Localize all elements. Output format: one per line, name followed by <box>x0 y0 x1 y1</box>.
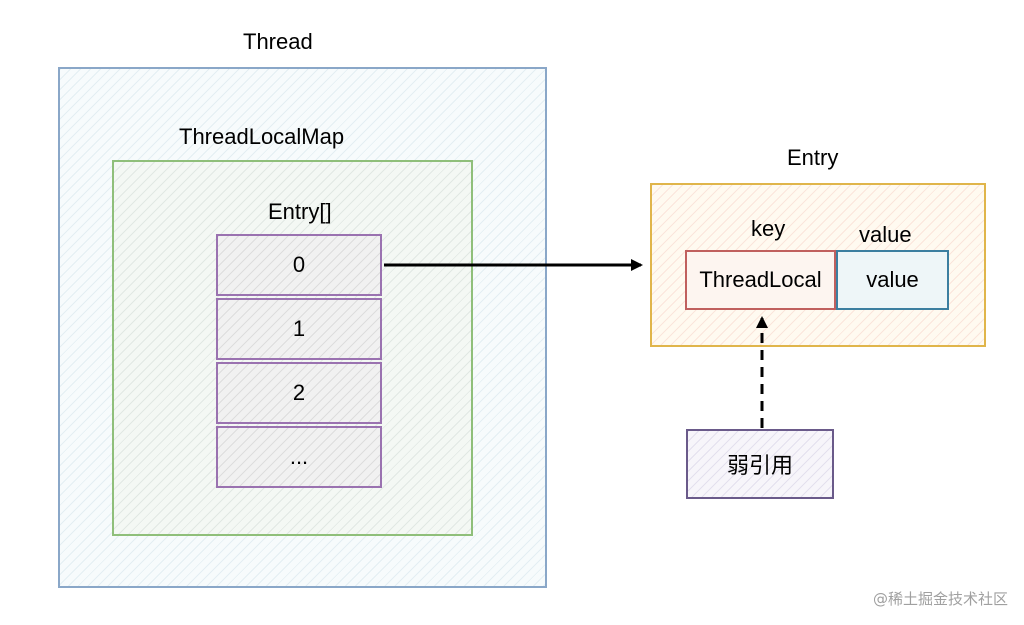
entry-title: Entry <box>787 145 839 170</box>
entry-array-cell-1: 1 <box>216 298 382 360</box>
entry-key-cell: ThreadLocal <box>685 250 836 310</box>
entry-key-header: key <box>751 216 786 241</box>
thread-title: Thread <box>243 29 313 54</box>
entry-array-cell-2: 2 <box>216 362 382 424</box>
entry-array-cell-0: 0 <box>216 234 382 296</box>
thread-local-map-title: ThreadLocalMap <box>179 124 345 149</box>
weak-reference-box: 弱引用 <box>686 429 834 499</box>
entry-value-cell: value <box>836 250 949 310</box>
entry-value-header: value <box>859 222 912 247</box>
watermark: @稀土掘金技术社区 <box>872 590 1008 608</box>
entry-array-title: Entry[] <box>268 199 332 224</box>
entry-array-cell-ellipsis: ... <box>216 426 382 488</box>
